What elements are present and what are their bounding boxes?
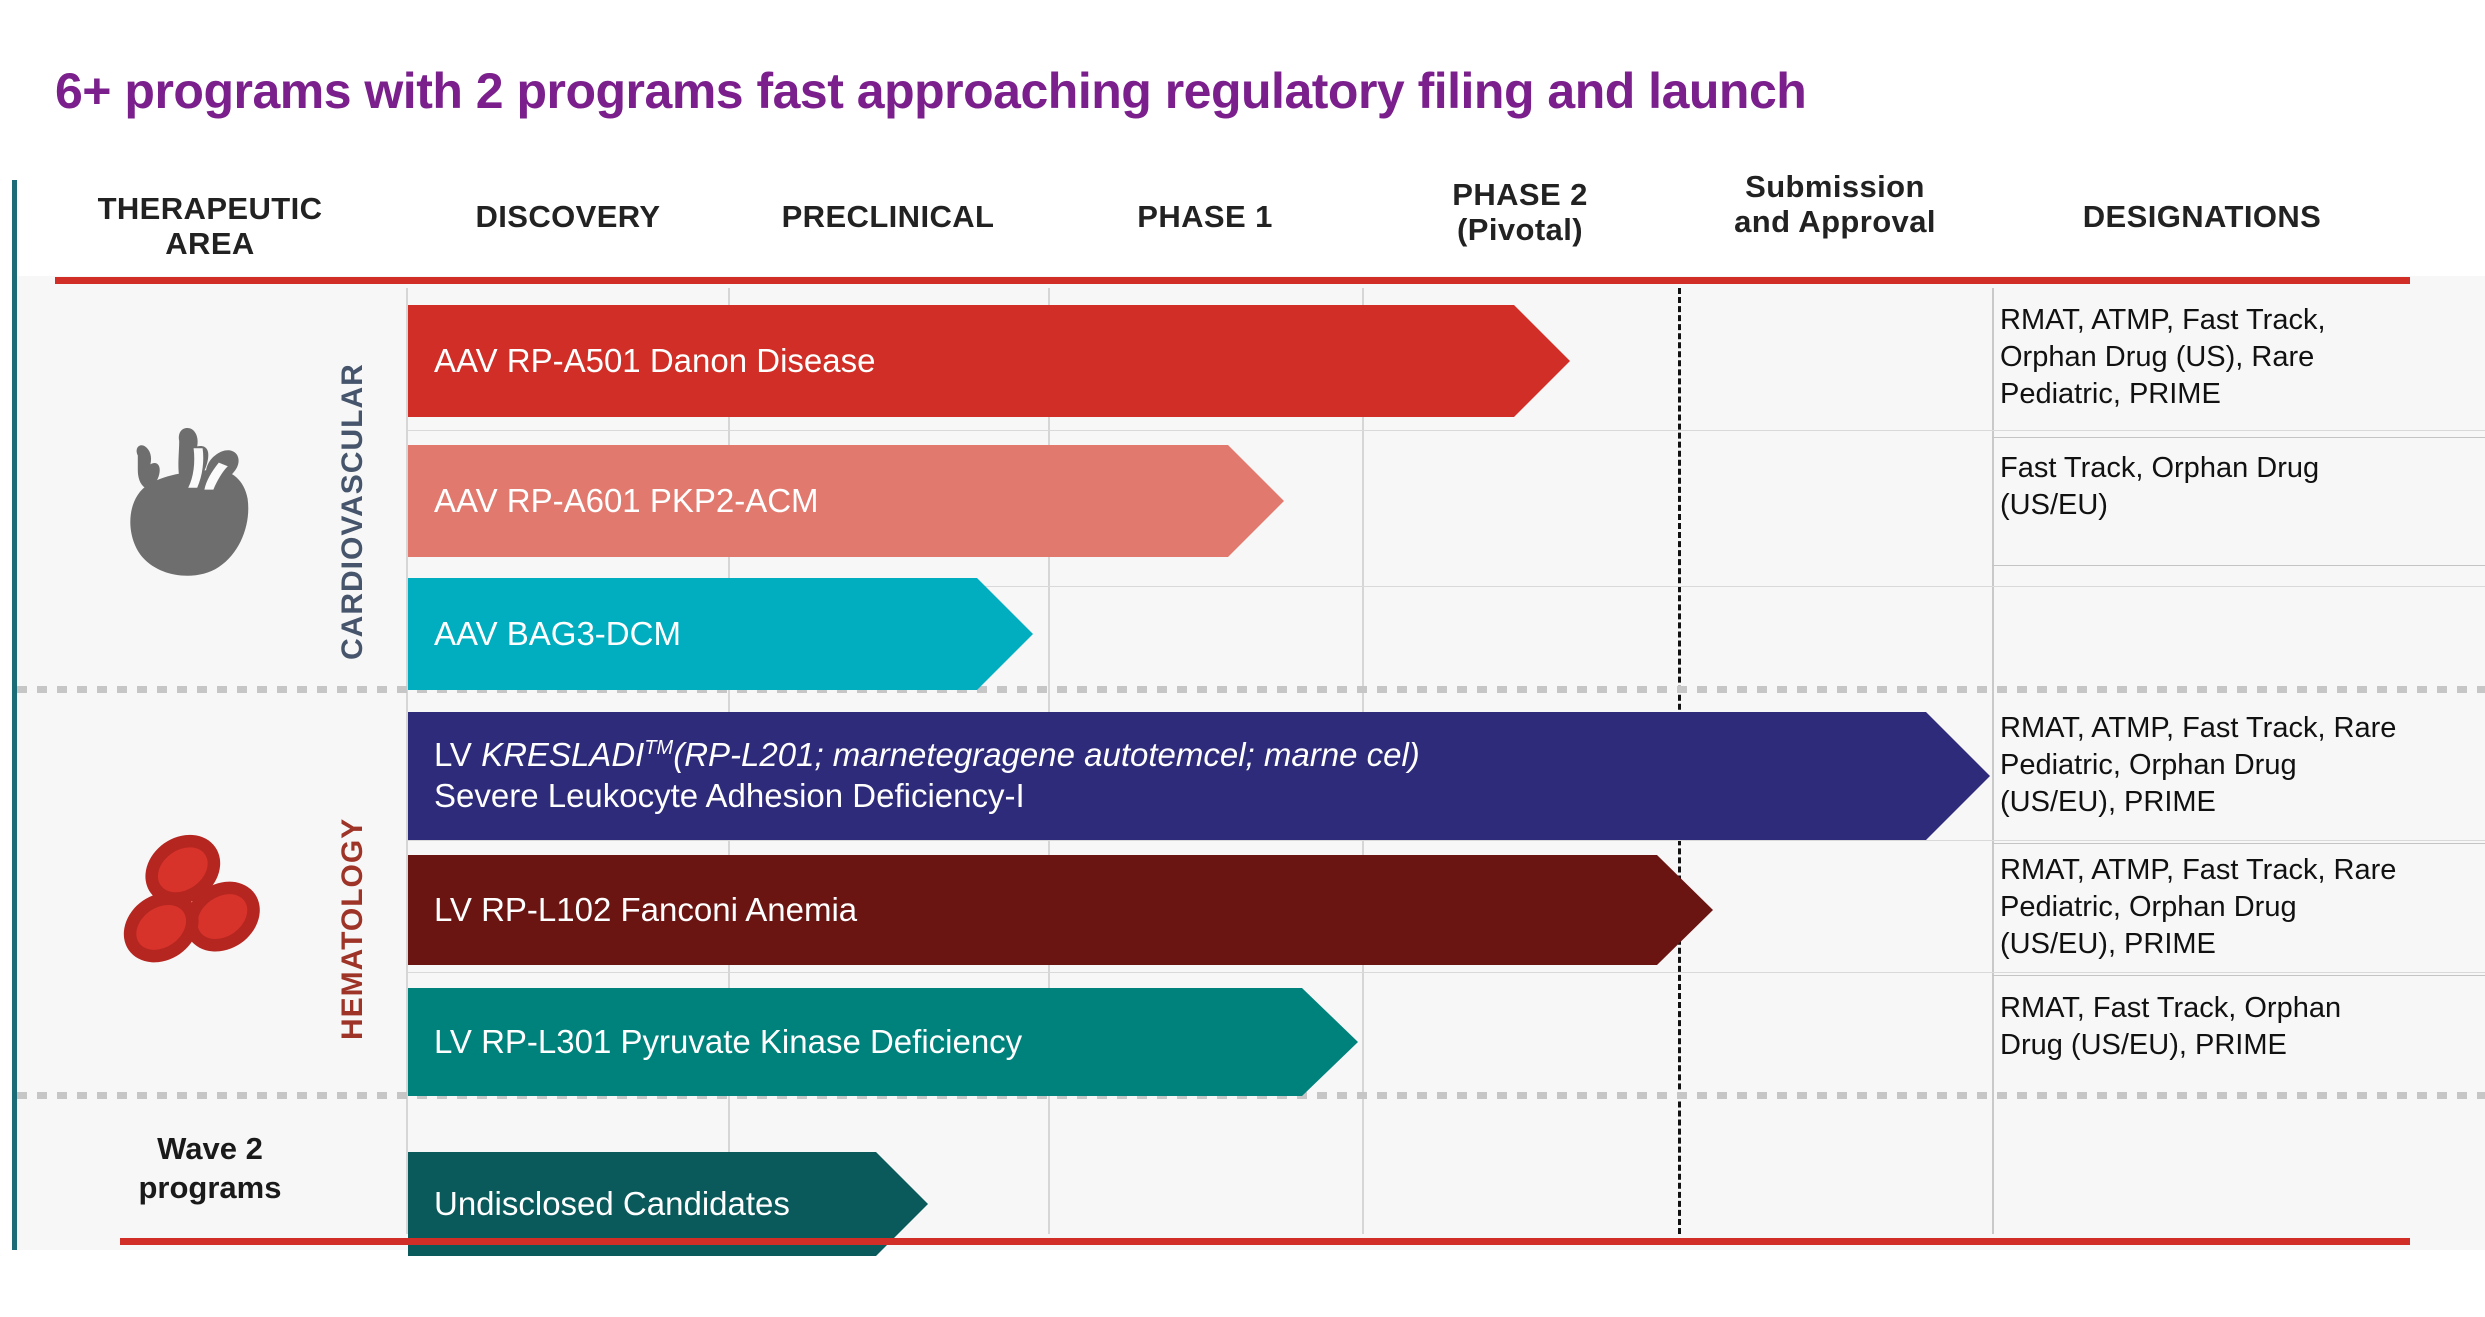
red-blood-cells-icon [100,800,280,990]
header-divider-rule [55,277,2410,284]
kresladi-prefix: LV [434,736,482,774]
program-bar-danon-disease[interactable]: AAV RP-A501 Danon Disease [408,305,1570,417]
program-bar-pyruvate-kinase-deficiency[interactable]: LV RP-L301 Pyruvate Kinase Deficiency [408,988,1358,1096]
designations-fanconi-anemia: RMAT, ATMP, Fast Track, Rare Pediatric, … [2000,854,2397,961]
grid-line-designations [1992,288,1994,1234]
row-separator-3 [408,840,2485,841]
column-header-discovery: DISCOVERY [475,199,661,234]
program-label-bag3-dcm: AAV BAG3-DCM [434,614,681,652]
wave-2-line2: programs [138,1169,282,1205]
wave-2-line1: Wave 2 [157,1131,263,1166]
submission-line1: Submission [1745,169,1925,204]
column-header-designations: DESIGNATIONS [2082,199,2322,234]
left-accent-bar [12,180,17,1250]
desig-separator-4 [1992,975,2485,976]
designations-pyruvate-kinase-deficiency: RMAT, Fast Track, Orphan Drug (US/EU), P… [2000,992,2342,1062]
column-header-phase-2: PHASE 2 (Pivotal) [1362,177,1678,247]
column-header-therapeutic-area: THERAPEUTIC AREA [45,191,375,261]
kresladi-line-1: LV KRESLADITM(RP-L201; marnetegragene au… [434,736,1420,773]
desig-separator-3 [1992,843,2485,844]
program-label-undisclosed-candidates: Undisclosed Candidates [434,1184,790,1222]
header-background [17,180,2485,276]
program-bar-pkp2-acm[interactable]: AAV RP-A601 PKP2-ACM [408,445,1284,557]
area-label-hematology: HEMATOLOGY [336,817,369,1040]
therapeutic-area-line1: THERAPEUTIC [97,191,323,226]
kresladi-trademark: TM [644,737,674,760]
grid-line-discovery-start [406,288,408,1234]
row-separator-1 [408,430,2485,431]
program-label-pkp2-acm: AAV RP-A601 PKP2-ACM [434,481,819,519]
anatomical-heart-icon [100,400,280,590]
designations-kresladi: RMAT, ATMP, Fast Track, Rare Pediatric, … [2000,712,2397,819]
phase-2-line1: PHASE 2 [1452,177,1588,212]
area-label-wave-2: Wave 2 programs [45,1130,375,1208]
desig-separator-1 [1992,437,2485,438]
desig-separator-2 [1992,565,2485,566]
kresladi-brand: KRESLADI [481,736,645,774]
column-header-submission-approval: Submission and Approval [1678,169,1992,239]
program-label-danon-disease: AAV RP-A501 Danon Disease [434,341,876,379]
column-header-phase-1: PHASE 1 [1137,199,1273,234]
designations-danon-disease: RMAT, ATMP, Fast Track, Orphan Drug (US)… [2000,304,2326,411]
footer-divider-rule [120,1238,2410,1245]
kresladi-rest: (RP-L201; marnetegragene autotemcel; mar… [673,736,1420,774]
column-header-preclinical: PRECLINICAL [781,199,995,234]
kresladi-line-2: Severe Leukocyte Adhesion Deficiency-I [434,777,1025,814]
page-title: 6+ programs with 2 programs fast approac… [55,63,1807,119]
program-bar-fanconi-anemia[interactable]: LV RP-L102 Fanconi Anemia [408,855,1713,965]
row-separator-2 [408,586,2485,587]
program-label-kresladi: LV KRESLADITM(RP-L201; marnetegragene au… [434,735,1420,817]
program-bar-kresladi[interactable]: LV KRESLADITM(RP-L201; marnetegragene au… [408,712,1990,840]
program-label-fanconi-anemia: LV RP-L102 Fanconi Anemia [434,890,858,928]
row-separator-4 [408,972,2485,973]
therapeutic-area-line2: AREA [165,225,255,261]
area-label-cardiovascular: CARDIOVASCULAR [336,363,369,660]
phase-2-line2: (Pivotal) [1457,211,1583,247]
program-bar-bag3-dcm[interactable]: AAV BAG3-DCM [408,578,1033,690]
submission-line2: and Approval [1734,203,1936,239]
area-separator-cardio-hema [17,686,2485,693]
designations-pkp2-acm: Fast Track, Orphan Drug (US/EU) [2000,452,2320,522]
program-label-pyruvate-kinase-deficiency: LV RP-L301 Pyruvate Kinase Deficiency [434,1022,1023,1060]
